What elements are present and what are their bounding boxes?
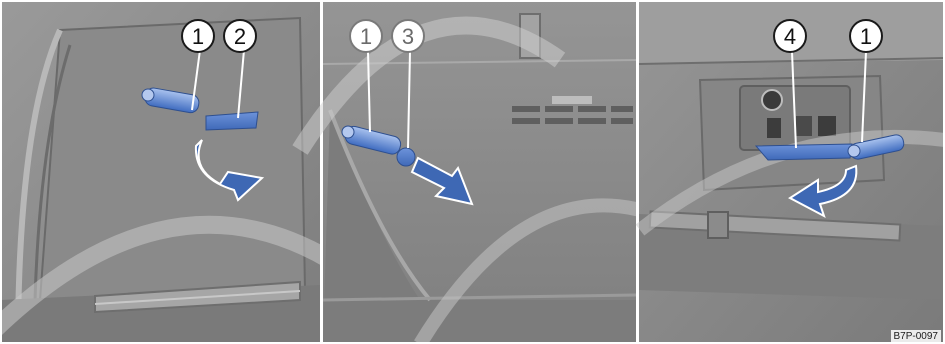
callout-3-middle: 3: [392, 20, 424, 52]
locking-knob: [397, 148, 415, 166]
callout-1-middle: 1: [350, 20, 382, 52]
panel-left: 1 2: [0, 0, 330, 344]
callout-label: 1: [192, 24, 204, 49]
callout-label: 1: [860, 24, 872, 49]
panel-right: 4 1: [639, 0, 945, 344]
callout-label: 2: [234, 24, 246, 49]
callout-4-right: 4: [774, 20, 806, 52]
panel-divider: [636, 0, 639, 344]
panel-divider: [320, 0, 323, 344]
bracket-right: [756, 144, 852, 160]
figure-reference-code: B7P-0097: [891, 330, 941, 343]
callout-1-right: 1: [850, 20, 882, 52]
callout-1-left: 1: [182, 20, 214, 52]
callout-2-left: 2: [224, 20, 256, 52]
callout-label: 1: [360, 24, 372, 49]
panel-middle: 1 3: [300, 0, 640, 344]
callout-label: 4: [784, 24, 796, 49]
callout-label: 3: [402, 24, 414, 49]
